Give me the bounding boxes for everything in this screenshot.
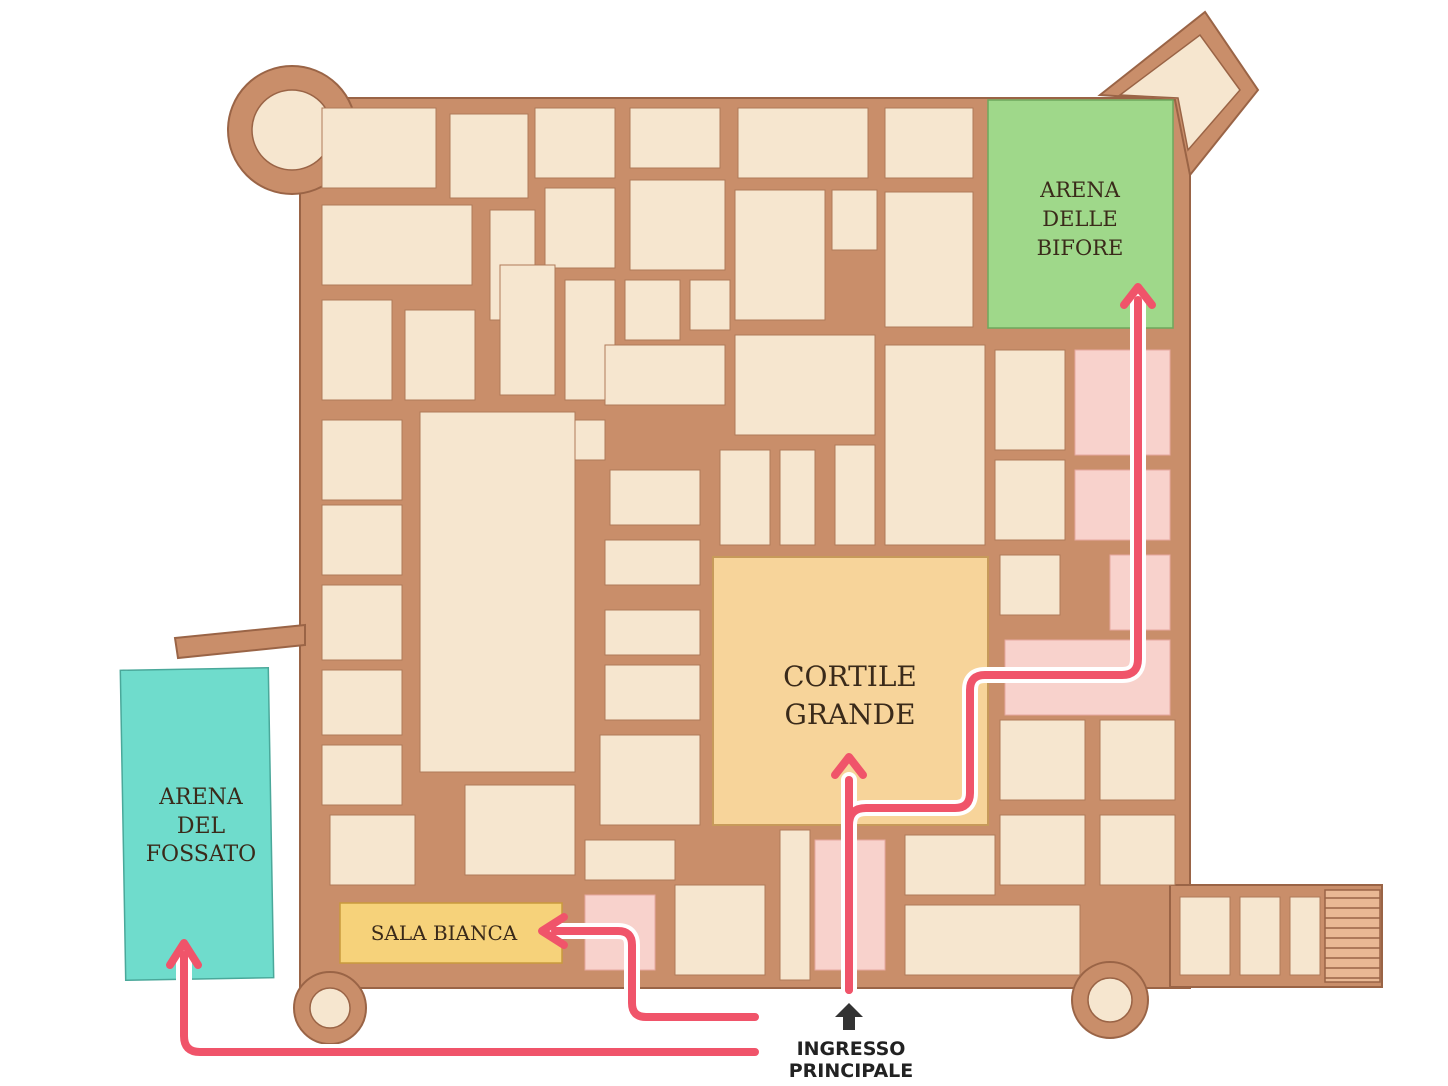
rooms xyxy=(321,107,1321,981)
arena-fossato-label-line2: DEL xyxy=(177,814,226,839)
highlight-zones xyxy=(119,99,1174,982)
up-arrow-icon xyxy=(835,1003,863,1030)
arrowhead-sala-bianca xyxy=(538,913,568,949)
entrance-label: INGRESSO PRINCIPALE xyxy=(789,1038,914,1082)
sala-bianca-zone[interactable] xyxy=(339,902,563,964)
entrance-label-line2: PRINCIPALE xyxy=(789,1060,914,1082)
entrance-label-line1: INGRESSO xyxy=(797,1038,906,1060)
arena-bifore-label-line3: BIFORE xyxy=(1037,236,1124,260)
arena-fossato-label: ARENA DEL FOSSATO xyxy=(146,785,256,867)
route-to-arena-fossato xyxy=(180,951,759,1056)
arena-bifore-label-line1: ARENA xyxy=(1039,178,1121,202)
routes xyxy=(166,283,1156,1060)
tower-interiors xyxy=(251,33,1241,1029)
route-to-arena-bifore xyxy=(845,296,1142,994)
arrowhead-arena-bifore xyxy=(1120,283,1156,309)
arena-bifore-label: ARENA DELLE BIFORE xyxy=(1037,178,1124,260)
route-to-sala-bianca xyxy=(551,927,759,1021)
cortile-grande-label: CORTILE GRANDE xyxy=(783,660,917,731)
arena-fossato-zone[interactable] xyxy=(119,666,275,982)
arena-bifore-label-line2: DELLE xyxy=(1042,207,1117,231)
arena-fossato-label-line1: ARENA xyxy=(158,785,244,810)
cortile-grande-label-line1: CORTILE xyxy=(783,660,917,693)
arena-fossato-label-line3: FOSSATO xyxy=(146,842,256,867)
arrowhead-arena-fossato xyxy=(166,939,202,969)
cortile-grande-label-line2: GRANDE xyxy=(784,698,915,731)
stairs xyxy=(1324,889,1381,983)
sala-bianca-label: SALA BIANCA xyxy=(371,921,518,945)
arrowhead-cortile-grande xyxy=(831,753,867,779)
